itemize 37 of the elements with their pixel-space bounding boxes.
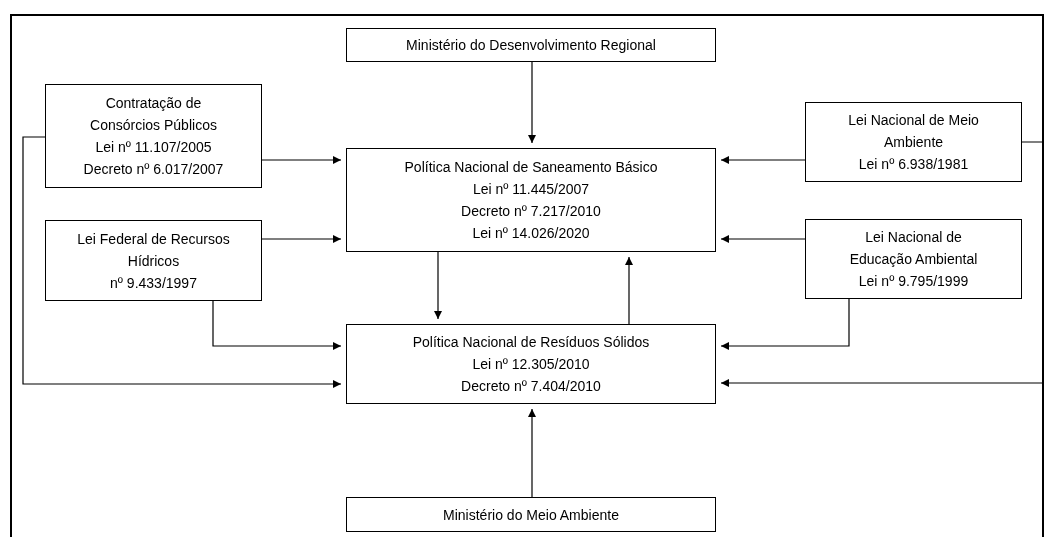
process-box (346, 28, 716, 62)
process-box (45, 84, 262, 188)
node-text: Lei nº 11.107/2005 (95, 138, 212, 157)
process-box (45, 220, 262, 301)
arrow (261, 235, 342, 243)
node-text: Contratação de Consórcios Públicos (89, 94, 218, 135)
node-text: nº 9.433/1997 (110, 273, 197, 293)
node-text: Ministério do Meio Ambiente (443, 505, 619, 525)
arrow (22, 136, 342, 388)
node-text: Lei Nacional de Educação Ambiental (848, 228, 979, 269)
process-box (805, 219, 1022, 299)
node-text: Ministério do Desenvolvimento Regional (406, 36, 656, 55)
arrow (261, 156, 342, 164)
node-text: Lei nº 11.445/2007 (472, 180, 590, 199)
node-text: Lei nº 14.026/2020 (472, 224, 590, 243)
arrow (720, 141, 1044, 387)
process-box (346, 497, 716, 532)
process-box (346, 324, 716, 404)
process-box (805, 102, 1022, 182)
arrow (720, 156, 806, 164)
node-text: Política Nacional de Resíduos Sólidos (412, 333, 650, 352)
node-text: Política Nacional de Saneamento Básico (404, 158, 658, 177)
node-text: Lei nº 6.938/1981 (858, 155, 969, 174)
arrow (212, 300, 342, 350)
node-text: Lei nº 12.305/2010 (472, 355, 590, 374)
node-text: Decreto nº 7.217/2010 (461, 202, 601, 221)
process-box (346, 148, 716, 252)
node-text: Decreto nº 6.017/2007 (83, 160, 224, 179)
arrow (528, 61, 536, 144)
arrow (434, 251, 442, 320)
node-text: Lei Nacional de Meio Ambiente (847, 111, 980, 152)
arrow (720, 298, 850, 350)
node-text: Decreto nº 7.404/2010 (461, 377, 601, 396)
arrow (625, 256, 633, 325)
arrow (528, 408, 536, 498)
arrow (720, 235, 806, 243)
node-text: Lei nº 9.795/1999 (858, 272, 969, 291)
